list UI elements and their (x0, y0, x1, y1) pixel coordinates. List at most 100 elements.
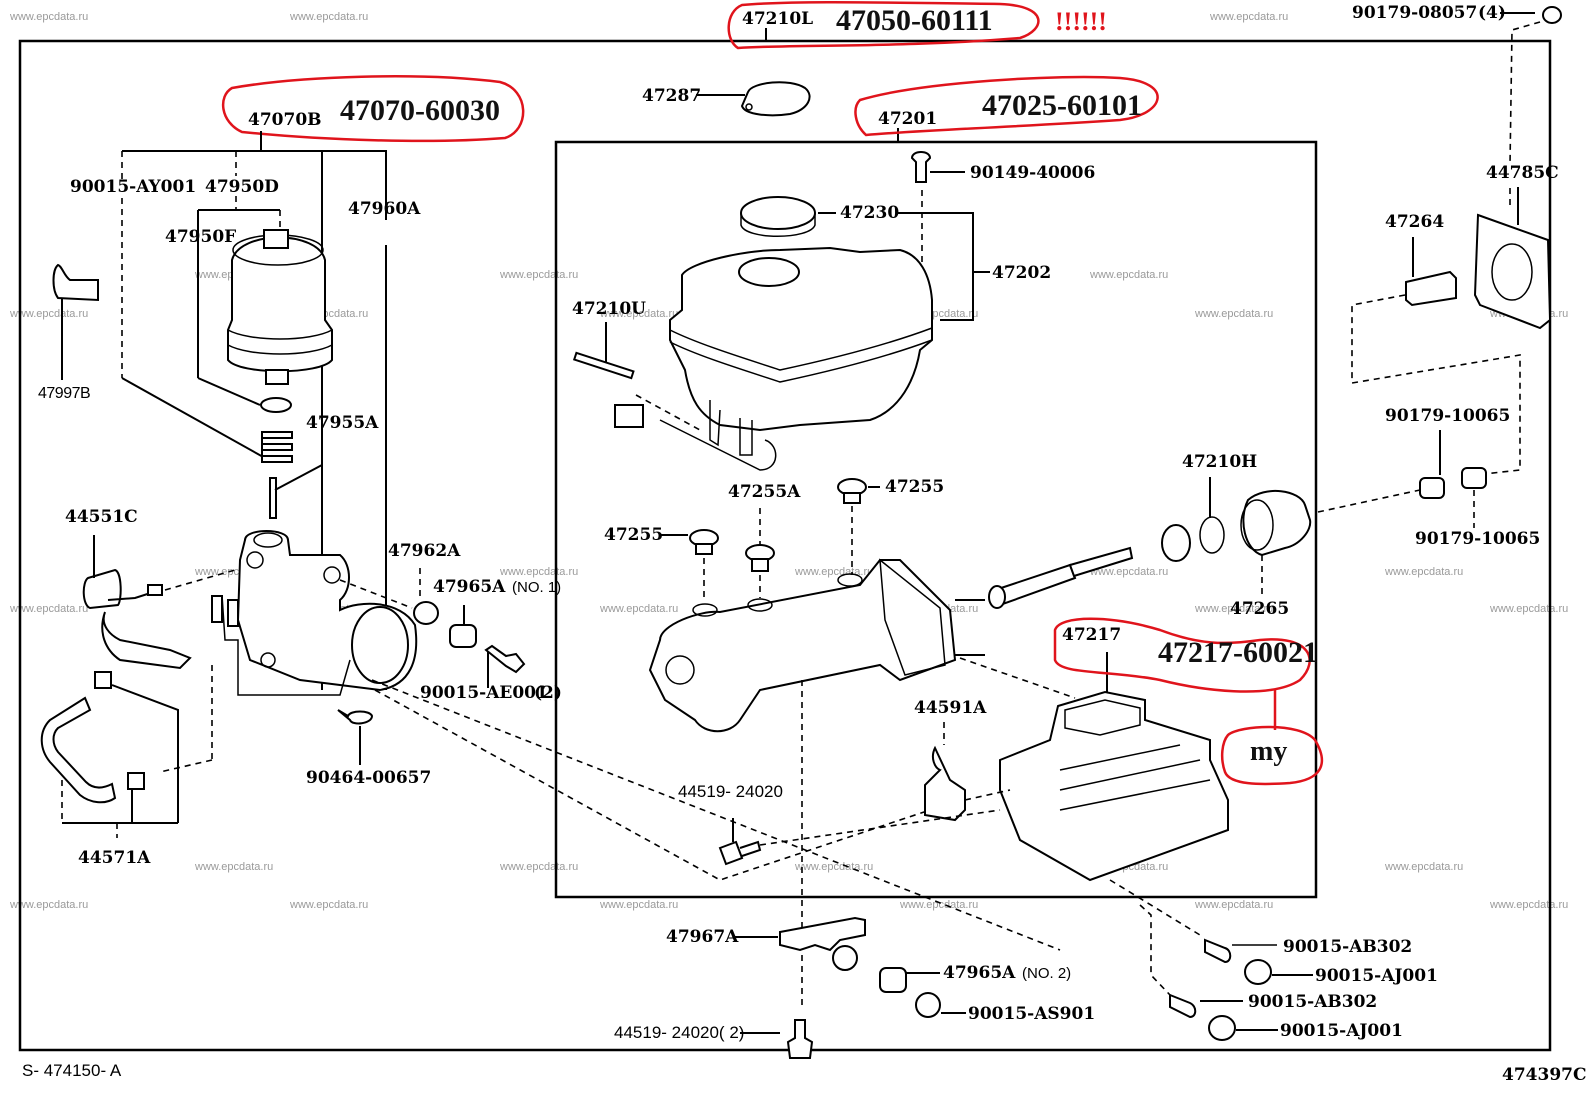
part-label-90015-AJ001[interactable]: 90015-AJ001 (1315, 966, 1438, 986)
clamp-icon (94, 671, 112, 689)
clip-icon (52, 263, 99, 302)
callout-47265: 47265 (1230, 489, 1312, 619)
watermark: www.epcdata.ru (9, 11, 88, 23)
watermark: www.epcdata.ru (899, 899, 978, 911)
annotation-note: my (1250, 736, 1287, 767)
part-label-47264[interactable]: 47264 (1385, 212, 1444, 232)
part-label-47960A[interactable]: 47960A (348, 199, 421, 219)
part-label-90179-10065[interactable]: 90179-10065 (1415, 529, 1540, 549)
watermark: www.epcdata.ru (599, 603, 678, 615)
part-label-90015-AB302[interactable]: 90015-AB302 (1283, 937, 1412, 957)
part-label-90015-AS901[interactable]: 90015-AS901 (968, 1004, 1095, 1024)
callout-90015-AB302-a: 90015-AB302 (1204, 937, 1412, 964)
part-label-47967A[interactable]: 47967A (666, 927, 739, 947)
part-label-47255[interactable]: 47255 (885, 477, 944, 497)
part-label-44571A[interactable]: 44571A (78, 848, 151, 868)
part-label-44519-24020[interactable]: 44519- 24020 (678, 782, 783, 801)
bushing-icon (413, 601, 439, 625)
part-label-47217[interactable]: 47217 (1062, 625, 1121, 645)
callout-47960A: 47960A (348, 199, 421, 219)
callout-90179-08057: 90179-08057 (4) (1352, 3, 1562, 166)
callout-47962A: 47962A (339, 541, 461, 625)
annotation-loop (1053, 617, 1311, 693)
part-label-47230[interactable]: 47230 (840, 203, 899, 223)
clamp-icon (127, 772, 145, 790)
watermark: www.epcdata.ru (194, 861, 273, 873)
pin-icon (269, 477, 277, 519)
screw-icon (910, 151, 932, 183)
cushion-icon (449, 624, 477, 648)
part-label-47210L[interactable]: 47210L (742, 9, 813, 29)
part-label-47201[interactable]: 47201 (878, 109, 937, 129)
part-label-47210H[interactable]: 47210H (1182, 452, 1257, 472)
hose-icon (40, 696, 117, 804)
part-label-44551C[interactable]: 44551C (65, 507, 138, 527)
watermark: www.epcdata.ru (499, 861, 578, 873)
part-label-44785C[interactable]: 44785C (1486, 163, 1559, 183)
part-label-90015-AB302[interactable]: 90015-AB302 (1248, 992, 1377, 1012)
callout-90015-AJ001-a: 90015-AJ001 (1244, 959, 1438, 986)
annotation-part-number: 47025-60101 (982, 89, 1142, 122)
part-label-47965A[interactable]: 47965A (433, 577, 506, 597)
part-label-90464-00657[interactable]: 90464-00657 (306, 768, 431, 788)
part-label-90179-10065[interactable]: 90179-10065 (1385, 406, 1510, 426)
watermark: www.epcdata.ru (1089, 566, 1168, 578)
watermark: www.epcdata.ru (1489, 603, 1568, 615)
part-label-47997B[interactable]: 47997B (38, 385, 91, 402)
part-label-47255A[interactable]: 47255A (728, 482, 801, 502)
callout-47255-left: 47255 (604, 525, 719, 600)
part-label-47202[interactable]: 47202 (992, 263, 1051, 283)
nut-icon (1542, 6, 1562, 24)
part-label-44519-24020[interactable]: 44519- 24020( 2) (614, 1023, 744, 1042)
part-label-47950F[interactable]: 47950F (165, 227, 236, 247)
watermark: www.epcdata.ru (1194, 308, 1273, 320)
watermark: www.epcdata.ru (289, 11, 368, 23)
connection-line (374, 689, 961, 881)
callout-47217: 47217 47217-60021 my (1053, 617, 1324, 786)
part-label-47950D[interactable]: 47950D (205, 177, 279, 197)
annotation-part-number: 47050-60111 (836, 4, 993, 37)
part-label-90149-40006[interactable]: 90149-40006 (970, 163, 1095, 183)
callout-90015-AB302-b: 90015-AB302 (1169, 992, 1377, 1019)
watermark: www.epcdata.ru (9, 308, 88, 320)
illustration-code-right: 474397C (1502, 1065, 1587, 1085)
callout-44571A: 44571A (40, 665, 213, 868)
callout-47201: 47201 47025-60101 (854, 75, 1159, 142)
callout-47210U: 47210U (572, 299, 701, 431)
part-label-90179-08057[interactable]: 90179-08057 (1352, 3, 1477, 23)
watermark: www.epcdata.ru (599, 308, 678, 320)
part-label-47955A[interactable]: 47955A (306, 413, 379, 433)
part-label-47287[interactable]: 47287 (642, 86, 701, 106)
part-label-44591A[interactable]: 44591A (914, 698, 987, 718)
callout-47287: 47287 (642, 81, 811, 117)
watermark: www.epcdata.ru (9, 603, 88, 615)
callout-90015-AJ001-b: 90015-AJ001 (1208, 1015, 1403, 1041)
annotation-emphasis: !!!!!! (1055, 7, 1107, 36)
watermark: www.epcdata.ru (499, 566, 578, 578)
part-label-47965A[interactable]: 47965A (943, 963, 1016, 983)
part-label-90015-AE001[interactable]: 90015-AE001 (420, 683, 548, 703)
callout-47070B: 47070B 47070-60030 (122, 75, 525, 690)
bolt-icon (718, 840, 762, 866)
part-qty: (2) (534, 683, 562, 703)
watermark: www.epcdata.ru (1384, 861, 1463, 873)
watermark: www.epcdata.ru (9, 899, 88, 911)
connection-line (371, 679, 1061, 951)
part-label-47265[interactable]: 47265 (1230, 599, 1289, 619)
callout-44551C: 44551C (65, 507, 236, 670)
illustration-code-left: S- 474150- A (22, 1061, 122, 1080)
callout-90179-10065-a: 90179-10065 (1317, 406, 1510, 513)
part-label-47962A[interactable]: 47962A (388, 541, 461, 561)
part-label-90015-AJ001[interactable]: 90015-AJ001 (1280, 1021, 1403, 1041)
watermarks: www.epcdata.ru www.epcdata.ru www.epcdat… (9, 11, 1568, 911)
collar-icon (1244, 959, 1272, 985)
callout-47202: 47202 (973, 263, 1051, 283)
callout-44519-24020-x2: 44519- 24020( 2) (614, 1019, 814, 1059)
part-label-47210U[interactable]: 47210U (572, 299, 646, 319)
callout-47210H: 47210H (1182, 452, 1257, 554)
part-label-47070B[interactable]: 47070B (248, 110, 322, 130)
cushion-icon (879, 967, 907, 993)
reservoir-cap-icon (740, 196, 816, 230)
part-label-47255[interactable]: 47255 (604, 525, 663, 545)
part-label-90015-AY001[interactable]: 90015-AY001 (70, 177, 196, 197)
